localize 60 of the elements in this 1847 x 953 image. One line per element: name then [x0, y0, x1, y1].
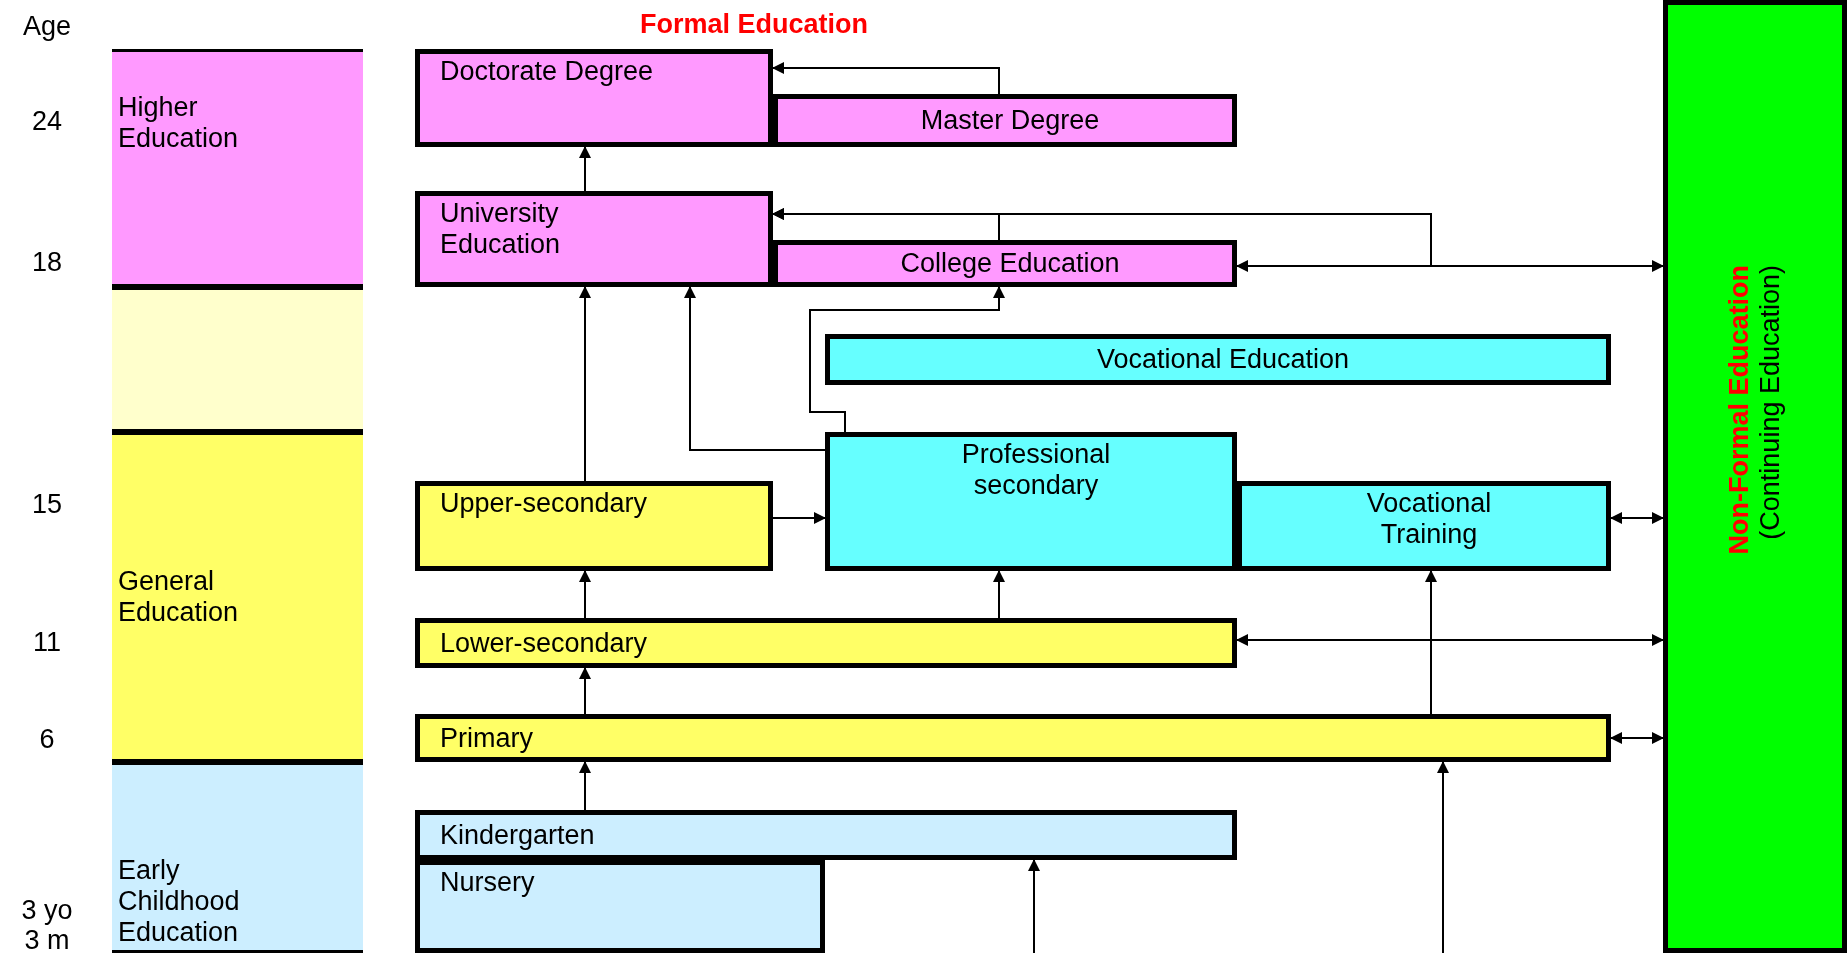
age-label: 3 yo	[21, 894, 73, 926]
stage-label: (Continuing Education)	[1755, 265, 1786, 540]
arrow	[809, 286, 1005, 433]
age-label: Age	[23, 10, 71, 42]
diagram-title: Formal Education	[640, 8, 868, 40]
stage-label: Vocational Education	[1096, 344, 1350, 375]
stage-label: Master Degree	[920, 105, 1100, 136]
arrow	[684, 286, 826, 451]
stage-label: Lower-secondary	[440, 627, 648, 659]
stage-label: Nursery	[440, 867, 535, 898]
stage-box	[415, 714, 1611, 762]
arrow	[579, 570, 591, 619]
arrow	[1028, 859, 1040, 953]
age-label: 6	[39, 723, 55, 755]
age-label: 24	[32, 105, 62, 137]
arrow	[1236, 634, 1664, 646]
stage-box	[415, 481, 773, 571]
age-label: 15	[32, 488, 62, 520]
arrow	[772, 512, 826, 524]
arrow	[579, 146, 591, 192]
stage-box	[773, 94, 1237, 147]
stage-label: College Education	[900, 248, 1120, 279]
stage-label: Primary	[440, 722, 533, 754]
age-label: 18	[32, 246, 62, 278]
stage-label: Doctorate Degree	[440, 56, 654, 87]
stage-box	[1237, 481, 1611, 571]
stage-label: Non-Formal Education	[1724, 265, 1755, 555]
stage-label: Early Childhood Education	[118, 855, 241, 948]
arrow	[772, 62, 1000, 95]
side-panel	[1663, 0, 1847, 953]
age-label: 11	[33, 626, 61, 658]
stage-box	[773, 240, 1237, 287]
arrow	[579, 667, 591, 715]
stage-label: Vocational Training	[1365, 488, 1493, 550]
age-label: 3 m	[24, 924, 70, 953]
age-band	[112, 762, 363, 953]
stage-box	[415, 191, 773, 287]
stage-label: General Education	[118, 566, 240, 628]
stage-box	[825, 432, 1237, 571]
stage-label: University Education	[440, 198, 562, 260]
stage-box	[415, 618, 1237, 668]
arrow	[1425, 570, 1437, 715]
arrow	[1236, 260, 1664, 272]
stage-box	[825, 334, 1611, 385]
arrow	[579, 761, 591, 811]
age-band	[112, 49, 363, 287]
arrow	[1610, 732, 1664, 744]
arrow	[1610, 512, 1664, 524]
age-band	[112, 287, 363, 432]
arrow	[579, 286, 591, 482]
stage-label: Professional secondary	[960, 439, 1112, 501]
stage-box	[415, 860, 825, 953]
arrow	[993, 570, 1005, 619]
arrow	[1437, 761, 1449, 953]
age-band	[112, 432, 363, 762]
stage-label: Kindergarten	[440, 819, 595, 851]
stage-box	[415, 49, 773, 147]
stage-label: Higher Education	[118, 92, 240, 154]
stage-label: Upper-secondary	[440, 488, 648, 519]
stage-box	[415, 810, 1237, 860]
